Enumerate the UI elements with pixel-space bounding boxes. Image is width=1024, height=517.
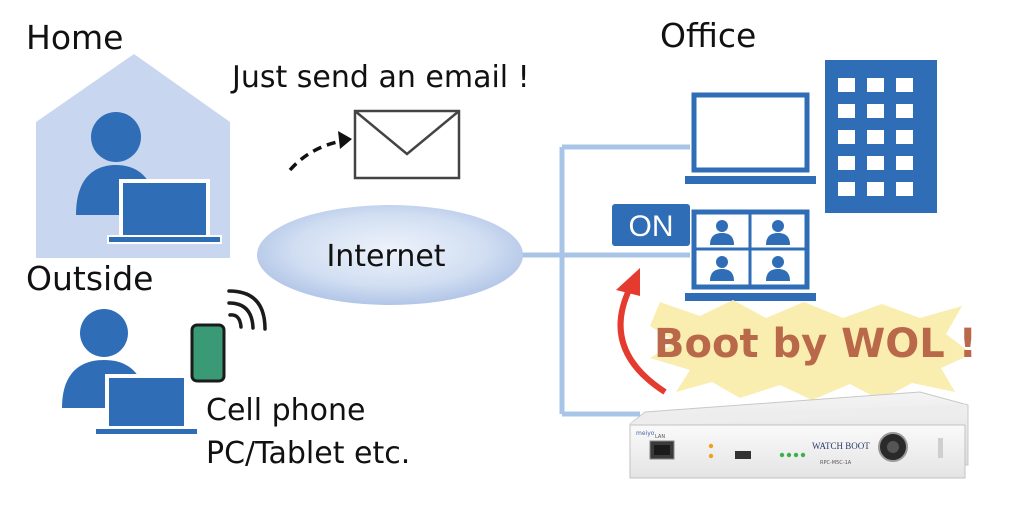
boot-arrowhead (616, 268, 640, 296)
internet-cloud (257, 205, 523, 305)
devices-line-1: Cell phone (206, 393, 366, 428)
email-prompt: Just send an email ! (230, 60, 530, 95)
send-arrow (288, 138, 349, 172)
brand-label: WATCH BOOT (812, 441, 870, 451)
on-badge: ON (612, 204, 690, 246)
on-badge-label: ON (629, 210, 674, 243)
maker-logo: meiyo (636, 430, 655, 437)
laptop-icon (107, 179, 222, 244)
send-arrowhead (338, 131, 352, 149)
smartphone-icon (190, 323, 226, 383)
dip-switch (735, 451, 751, 459)
office-label: Office (660, 16, 756, 55)
lan-port-label: LAN (655, 434, 665, 440)
monitor-icon (685, 92, 816, 184)
envelope-icon (353, 109, 461, 180)
burst-shape (650, 300, 972, 400)
watchboot-device-icon: meiyo LAN WATCH BOOT RPC-M5C-1A (629, 391, 969, 479)
network-lines (522, 144, 690, 417)
boot-wol-label: Boot by WOL ! (654, 321, 977, 367)
laptop-icon (94, 374, 199, 436)
internet-label: Internet (326, 239, 445, 274)
signal-waves-icon (227, 289, 267, 331)
boot-arrow (617, 286, 667, 395)
model-label: RPC-M5C-1A (820, 460, 852, 466)
office-building-icon (825, 60, 937, 213)
outside-label: Outside (26, 259, 153, 298)
video-meeting-icon (685, 209, 816, 301)
devices-line-2: PC/Tablet etc. (206, 436, 410, 471)
home-label: Home (26, 18, 123, 57)
